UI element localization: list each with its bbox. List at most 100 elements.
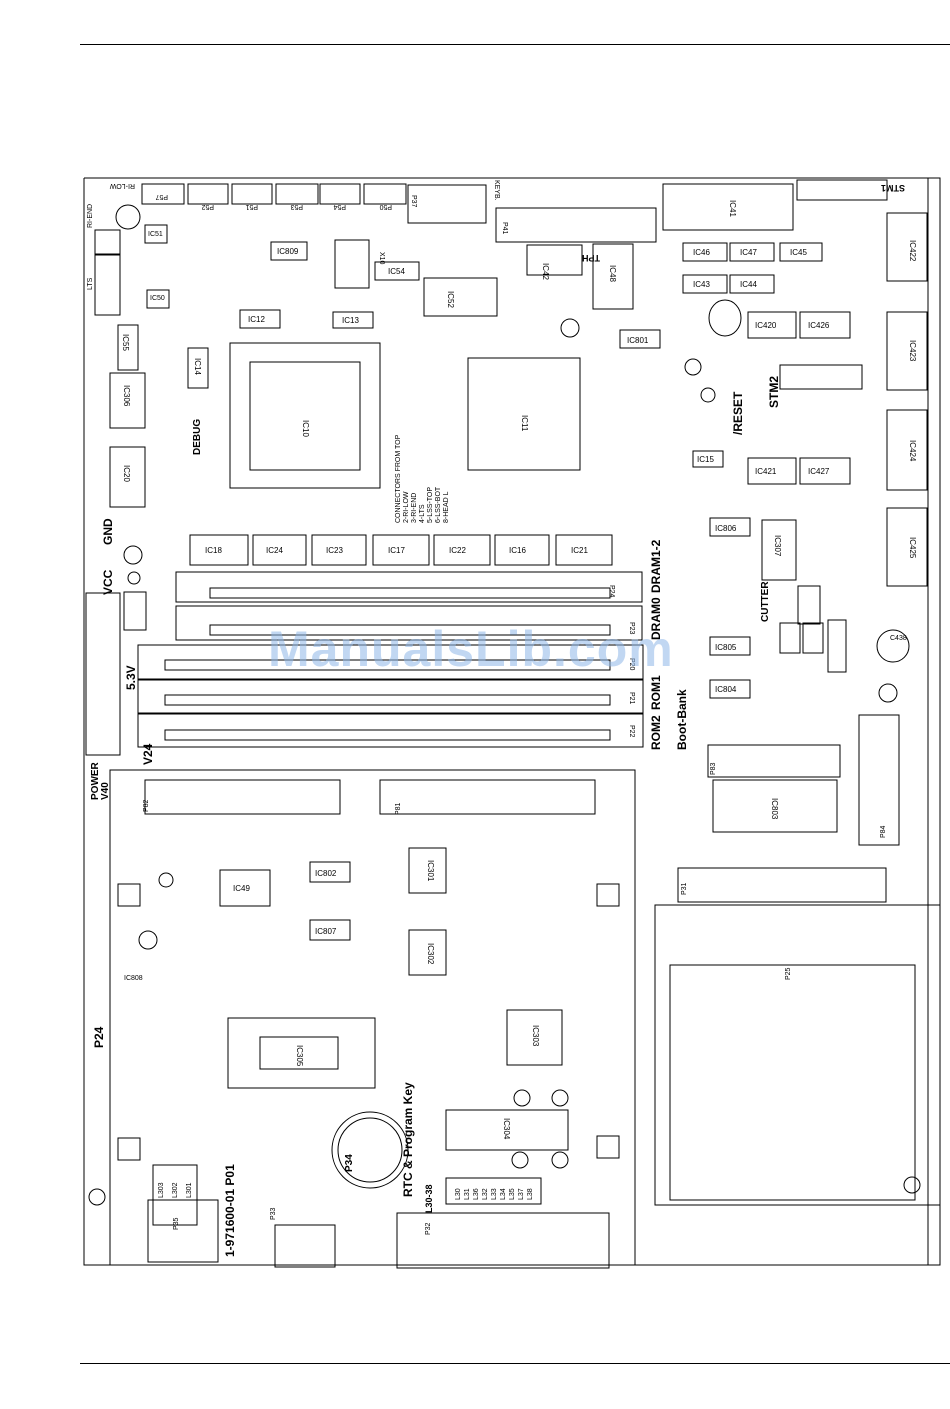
ic23-label: IC23 [326,546,343,555]
dram12-label: DRAM1-2 [649,539,663,593]
l-part-6: L35 [509,1188,516,1200]
connectors-note-0: CONNECTORS FROM TOP [395,434,402,523]
connectors-note-5: 6-LSS-BOT [435,486,442,523]
ic302-label: IC302 [426,943,435,965]
ic49-label: IC49 [233,884,250,893]
ic20-label: IC20 [122,465,131,482]
ic13-label: IC13 [342,316,359,325]
slot-p22-label: P22 [628,725,635,738]
ic809-label: IC809 [277,247,299,256]
l-part-2: L36 [473,1188,480,1200]
ic306-label: IC306 [122,385,131,407]
tph-label: TPH [582,253,600,263]
footer-rule [80,1363,950,1364]
l-parts-list: L30 L31 L36 L32 L33 L34 L35 L37 L38 [455,1188,534,1200]
lts-label: LTS [87,277,94,290]
p25-label: P25 [785,967,792,980]
ic304-label: IC304 [502,1118,511,1140]
ic427-label: IC427 [808,467,830,476]
l-top-0: L303 [158,1182,165,1198]
ic47-label: IC47 [740,248,757,257]
slot-p20-label: P20 [628,658,635,671]
l-top-1: L302 [172,1182,179,1198]
ic17-label: IC17 [388,546,405,555]
p50-label: P50 [379,203,392,210]
connectors-note-2: 3-RI-END [411,493,418,523]
ic10-label: IC10 [301,420,310,437]
ic303-label: IC303 [531,1025,540,1047]
p57-label: P57 [155,193,168,200]
l-part-0: L30 [455,1188,462,1200]
power-label: POWER [90,761,101,800]
l-part-1: L31 [464,1188,471,1200]
ic804-label: IC804 [715,685,737,694]
stm2-label: STM2 [767,376,781,408]
l-part-4: L33 [491,1188,498,1200]
ic803-label: IC803 [770,798,779,820]
ic806-label: IC806 [715,524,737,533]
l-part-8: L38 [527,1188,534,1200]
p35-label: P35 [173,1217,180,1230]
l-part-3: L32 [482,1188,489,1200]
ic426-label: IC426 [808,321,830,330]
ic46-label: IC46 [693,248,710,257]
ic423-label: IC423 [908,340,917,362]
ic51-label: IC51 [148,231,163,238]
ic15-label: IC15 [697,455,714,464]
ri-end-label: RI-END [87,204,94,228]
stm1-label: STM1 [881,183,905,193]
l-top-list: L303 L302 L301 [158,1182,193,1198]
ic424-label: IC424 [908,440,917,462]
l-part-7: L37 [518,1188,525,1200]
ic55-label: IC55 [121,334,130,351]
p82-label: P82 [143,799,150,812]
p33-label: P33 [270,1207,277,1220]
connectors-note-4: 5-LSS-TOP [427,487,434,523]
ic12-label: IC12 [248,315,265,324]
connectors-note: CONNECTORS FROM TOP 2-RI-LOW 3-RI-END 4-… [395,434,450,523]
ic801-label: IC801 [627,336,649,345]
p31-label: P31 [681,882,688,895]
ic301-label: IC301 [426,860,435,882]
ic807-label: IC807 [315,927,337,936]
ic422-label: IC422 [908,240,917,262]
vcc-label: VCC [101,569,115,595]
ic52-label: IC52 [446,291,455,308]
rom1-label: ROM1 [649,675,663,710]
debug-label: DEBUG [192,419,203,455]
ic50-label: IC50 [150,295,165,302]
part-number-label: 1-971600-01 P01 [223,1164,237,1257]
slot-p21-label: P21 [628,692,635,705]
v24-label: V24 [141,743,155,765]
l30-label: L30-38 [424,1184,434,1213]
p52-label: P52 [201,203,214,210]
header-rule [80,44,950,45]
x10-label: X10 [378,252,385,265]
ic22-label: IC22 [449,546,466,555]
slot-p24-label: P24 [608,585,615,598]
p37-label: P37 [410,195,417,208]
ic11-label: IC11 [520,415,529,432]
reset-label: /RESET [731,391,745,435]
ic420-label: IC420 [755,321,777,330]
v40-label: V40 [100,782,111,800]
gnd-label: GND [101,518,115,545]
dram0-label: DRAM0 [649,597,663,640]
p83-label: P83 [710,762,717,775]
ic41-label: IC41 [728,200,737,217]
ic307-label: IC307 [773,535,782,557]
ic42-label: IC42 [541,263,550,280]
connectors-note-1: 2-RI-LOW [403,491,410,523]
l-part-5: L34 [500,1188,507,1200]
p41-label: P41 [501,222,508,235]
ic24-label: IC24 [266,546,283,555]
ic43-label: IC43 [693,280,710,289]
connectors-note-6: 8-HEAD L [443,491,450,523]
p81-label: P81 [395,802,402,815]
ic54-label: IC54 [388,267,405,276]
ic44-label: IC44 [740,280,757,289]
ic425-label: IC425 [908,537,917,559]
p53-label: P53 [290,203,303,210]
ic421-label: IC421 [755,467,777,476]
ic16-label: IC16 [509,546,526,555]
